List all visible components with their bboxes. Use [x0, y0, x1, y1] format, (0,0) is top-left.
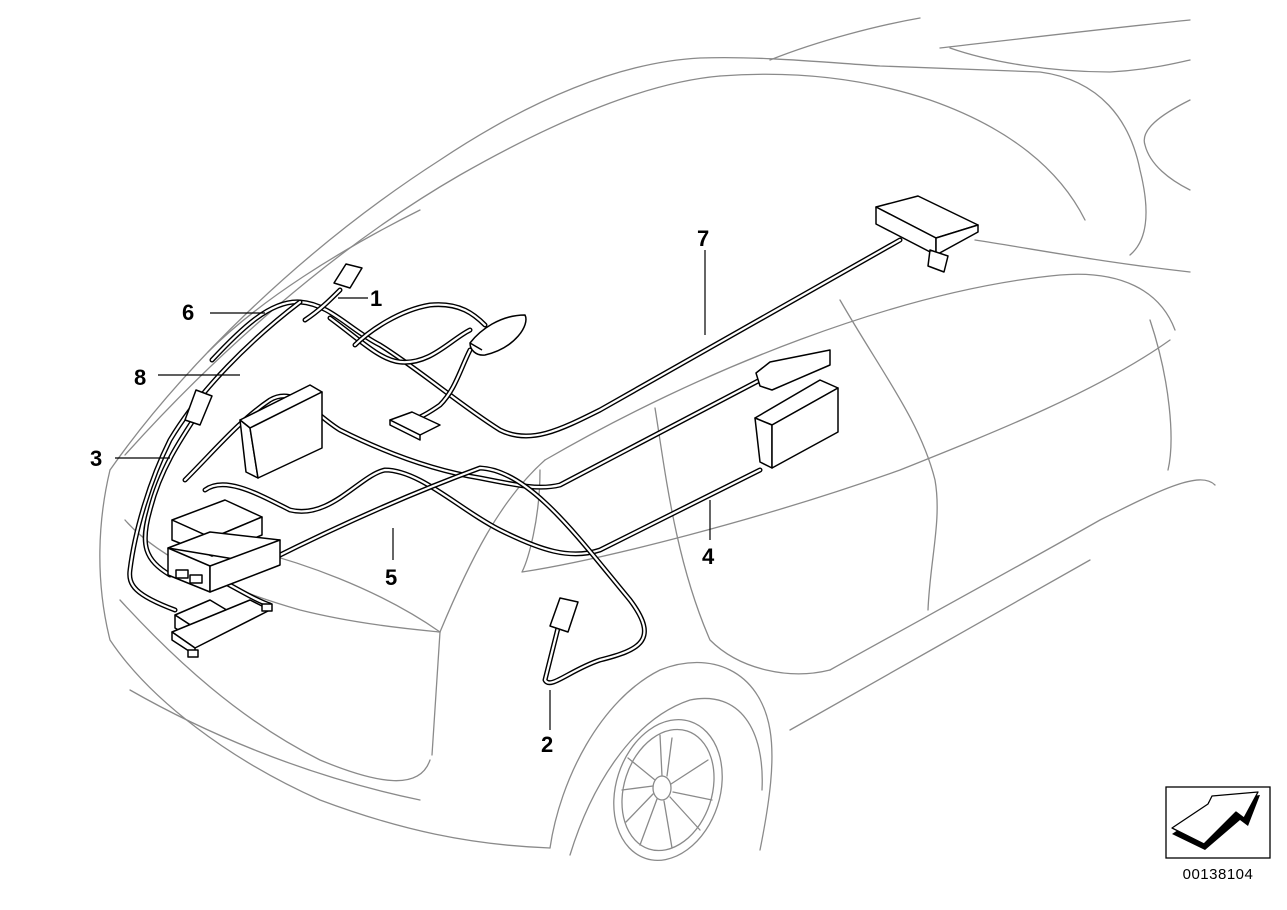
antenna-pad-2 — [549, 597, 579, 633]
antenna-pad-1 — [333, 263, 363, 289]
antenna-pad-3 — [184, 389, 213, 426]
base-tray — [171, 599, 273, 658]
callout-labels: 1 2 3 4 5 6 7 8 — [90, 226, 715, 757]
callout-4: 4 — [702, 544, 715, 569]
stacked-units — [167, 499, 281, 593]
callout-5: 5 — [385, 565, 397, 590]
callout-8: 8 — [134, 365, 146, 390]
callout-7: 7 — [697, 226, 709, 251]
components — [167, 195, 979, 658]
car-body-outline — [99, 17, 1216, 856]
roof-antenna — [469, 314, 527, 356]
tuner-box-left — [239, 384, 323, 479]
callout-3: 3 — [90, 446, 102, 471]
front-module — [875, 195, 979, 273]
callout-1: 1 — [370, 286, 382, 311]
tuner-box-right — [754, 349, 839, 469]
next-page-arrow-icon — [1171, 791, 1260, 850]
callout-6: 6 — [182, 300, 194, 325]
callout-2: 2 — [541, 732, 553, 757]
next-page-button[interactable] — [1165, 786, 1271, 859]
wiring-harness — [127, 237, 903, 686]
reference-number: 00138104 — [1182, 866, 1254, 883]
leader-lines — [115, 250, 711, 730]
wheel — [613, 719, 723, 861]
